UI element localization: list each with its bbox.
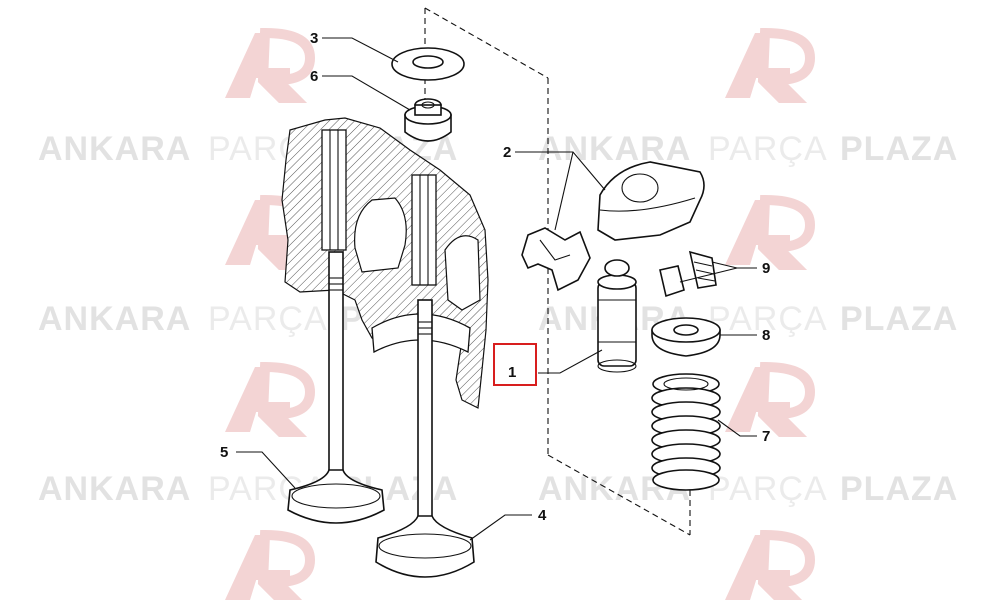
watermark-logo: [225, 361, 316, 437]
exhaust-valve: [375, 299, 475, 578]
watermark-logo: [225, 529, 316, 600]
watermark-logo: [725, 194, 816, 270]
callout-8: 8: [762, 327, 770, 344]
watermark-text-row: ANKARA PARÇA PLAZA ANKARA PARÇA PLAZA: [38, 300, 958, 338]
watermark-brand-middle: PARÇA: [708, 470, 828, 508]
callout-1: 1: [508, 364, 516, 381]
callout-2: 2: [503, 144, 511, 161]
watermark-brand-right: PLAZA: [840, 130, 958, 168]
callout-3: 3: [310, 30, 318, 47]
callout-9: 9: [762, 260, 770, 277]
callout-5: 5: [220, 444, 228, 461]
rocker-arm-clip: [521, 227, 591, 292]
watermark-brand-middle: PARÇA: [208, 300, 328, 338]
watermark-logo: [225, 27, 316, 103]
watermark-brand-middle: PARÇA: [708, 130, 828, 168]
watermark-logo: [725, 361, 816, 437]
spring-retainer: [651, 317, 721, 357]
callout-7: 7: [762, 428, 770, 445]
cylinder-head-section: [281, 117, 489, 409]
watermark-logo: [725, 529, 816, 600]
watermark-layer: ANKARA PARÇA PLAZA ANKARA PARÇA PLAZA AN…: [38, 27, 958, 600]
valve-stem-seal: [404, 98, 452, 142]
watermark-brand-right: PLAZA: [840, 300, 958, 338]
valve-spring-seat-washer: [391, 47, 465, 81]
watermark-brand-left: ANKARA: [538, 130, 691, 168]
callout-labels: 3 6 2 1 5 4 9 8 7: [220, 30, 770, 524]
callout-1-highlight-box: [493, 343, 537, 386]
callout-6: 6: [310, 68, 318, 85]
watermark-text-row: ANKARA PARÇA PLAZA ANKARA PARÇA PLAZA: [38, 470, 958, 508]
hydraulic-tappet: [597, 259, 637, 373]
watermark-logo: [725, 27, 816, 103]
watermark-brand-left: ANKARA: [38, 300, 191, 338]
rocker-arm: [597, 161, 705, 241]
watermark-brand-left: ANKARA: [38, 470, 191, 508]
watermark-text-row: ANKARA PARÇA PLAZA ANKARA PARÇA PLAZA: [38, 130, 958, 168]
leader-lines: [236, 37, 757, 541]
intake-valve: [287, 251, 385, 524]
callout-4: 4: [538, 507, 547, 524]
watermark-brand-middle: PARÇA: [708, 300, 828, 338]
valve-spring: [651, 373, 721, 491]
valve-collets: [659, 250, 717, 298]
watermark-brand-left: ANKARA: [38, 130, 191, 168]
watermark-brand-right: PLAZA: [840, 470, 958, 508]
